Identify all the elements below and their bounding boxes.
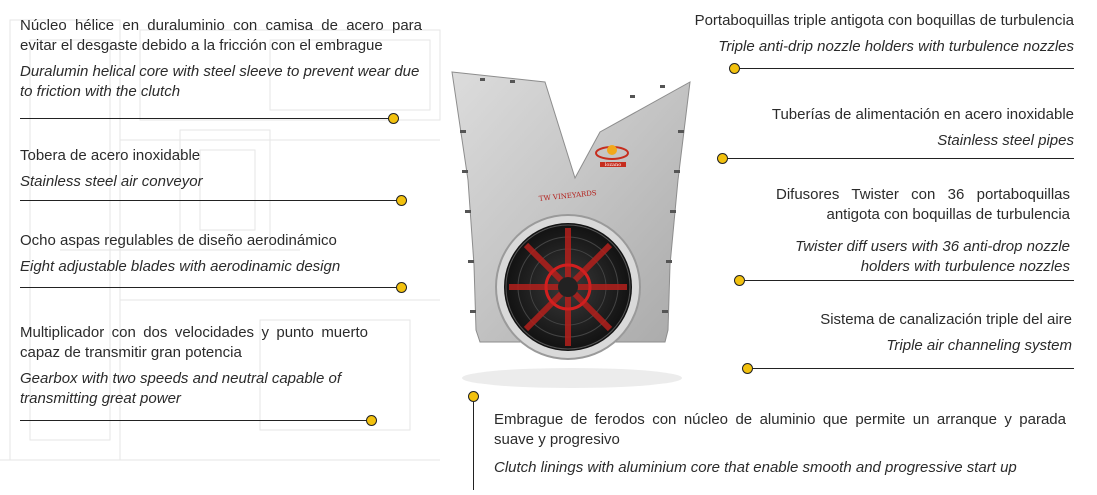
callout-en-text: Triple anti-drip nozzle holders with tur… (718, 38, 1074, 55)
callout-es-text: Tobera de acero inoxidable (20, 147, 201, 164)
hotspot-dot[interactable] (734, 275, 745, 286)
callout-air-channeling: Sistema de canalización triple del aire … (760, 310, 1072, 356)
callout-en-text: Stainless steel air conveyor (20, 173, 203, 190)
hotspot-dot[interactable] (366, 415, 377, 426)
callout-en-text: Gearbox with two speeds and neutral capa… (20, 370, 342, 407)
callout-air-conveyor: Tobera de acero inoxidable Stainless ste… (20, 146, 400, 192)
fan (495, 214, 641, 360)
callout-gearbox: Multiplicador con dos velocidades y punt… (20, 323, 368, 409)
callout-en-text: Triple air channeling system (886, 337, 1072, 354)
leader-line (745, 280, 1074, 281)
callout-en-text: Eight adjustable blades with aerodinamic… (20, 258, 341, 275)
hotspot-dot[interactable] (396, 195, 407, 206)
callout-es-text: Tuberías de alimentación en acero inoxid… (771, 106, 1074, 123)
hotspot-dot[interactable] (717, 153, 728, 164)
callout-helical-core: Núcleo hélice en duraluminio con camisa … (20, 16, 422, 102)
sprayer-fan-illustration: lozano TW VINEYARDS (451, 71, 691, 388)
hotspot-dot[interactable] (468, 391, 479, 402)
callout-pipes: Tuberías de alimentación en acero inoxid… (700, 105, 1074, 151)
floor-shadow (462, 368, 682, 388)
callout-es-text: Multiplicador con dos velocidades y punt… (20, 324, 368, 361)
callout-es-text: Núcleo hélice en duraluminio con camisa … (20, 17, 422, 54)
callout-nozzle-holders: Portaboquillas triple antigota con boqui… (640, 11, 1074, 57)
callout-en-text: Duralumin helical core with steel sleeve… (20, 63, 420, 100)
leader-line (740, 68, 1074, 69)
brand-logo: lozano (595, 145, 629, 168)
callout-es-text: Difusores Twister con 36 portaboquillas … (776, 186, 1070, 223)
leader-line (20, 420, 368, 421)
leader-line (728, 158, 1074, 159)
callout-blades: Ocho aspas regulables de diseño aerodiná… (20, 231, 400, 277)
hotspot-dot[interactable] (742, 363, 753, 374)
hotspot-dot[interactable] (396, 282, 407, 293)
leader-line (20, 287, 398, 288)
brand-name: lozano (605, 162, 621, 168)
callout-en-text: Clutch linings with aluminium core that … (494, 459, 1017, 476)
leader-line (753, 368, 1074, 369)
callout-clutch: Embrague de ferodos con núcleo de alumin… (494, 410, 1066, 478)
callout-es-text: Portaboquillas triple antigota con boqui… (694, 12, 1074, 29)
nozzle-row (460, 78, 684, 313)
callout-en-text: Twister diff users with 36 anti-drop noz… (795, 238, 1070, 275)
leader-line (20, 118, 390, 119)
leader-line-vertical (473, 402, 474, 490)
callout-es-text: Embrague de ferodos con núcleo de alumin… (494, 411, 1066, 448)
hotspot-dot[interactable] (388, 113, 399, 124)
leader-line (20, 200, 398, 201)
callout-es-text: Ocho aspas regulables de diseño aerodiná… (20, 232, 337, 249)
callout-diffusers: Difusores Twister con 36 portaboquillas … (776, 185, 1070, 277)
callout-en-text: Stainless steel pipes (937, 132, 1074, 149)
hotspot-dot[interactable] (729, 63, 740, 74)
callout-es-text: Sistema de canalización triple del aire (820, 311, 1072, 328)
